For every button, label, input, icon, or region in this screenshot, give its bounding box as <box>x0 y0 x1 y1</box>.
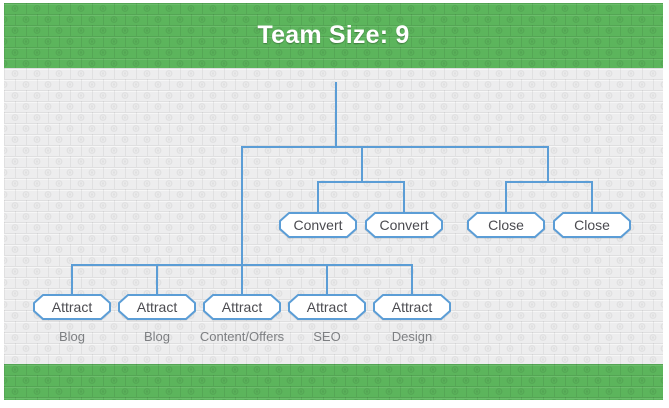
node-shape <box>288 294 366 320</box>
sublabel-design: Design <box>391 329 433 344</box>
node-attract-2[interactable]: Attract <box>118 294 196 320</box>
page-title: Team Size: 9 <box>257 21 410 49</box>
sublabel-blog-2: Blog <box>143 329 171 344</box>
node-label: Close <box>488 217 524 233</box>
node-shape <box>553 212 631 238</box>
node-shape <box>373 294 451 320</box>
node-shape <box>118 294 196 320</box>
node-attract-1[interactable]: Attract <box>33 294 111 320</box>
node-label: Convert <box>293 217 343 233</box>
node-convert-1[interactable]: Convert <box>279 212 357 238</box>
node-shape <box>203 294 281 320</box>
sublabel-seo: SEO <box>313 329 341 344</box>
node-shape <box>365 212 443 238</box>
node-attract-3[interactable]: Attract <box>203 294 281 320</box>
node-convert-2[interactable]: Convert <box>365 212 443 238</box>
node-shape <box>33 294 111 320</box>
node-shape <box>279 212 357 238</box>
node-label: Convert <box>379 217 429 233</box>
node-label: Close <box>574 217 610 233</box>
sublabel-blog-1: Blog <box>58 329 86 344</box>
node-shape <box>467 212 545 238</box>
node-close-1[interactable]: Close <box>467 212 545 238</box>
sublabel-content-offers: Content/Offers <box>199 329 285 344</box>
footer-band <box>4 364 663 400</box>
node-attract-4[interactable]: Attract <box>288 294 366 320</box>
node-label: Attract <box>51 299 93 315</box>
node-label: Attract <box>221 299 263 315</box>
node-label: Attract <box>306 299 348 315</box>
node-close-2[interactable]: Close <box>553 212 631 238</box>
node-label: Attract <box>136 299 178 315</box>
node-label: Attract <box>391 299 433 315</box>
header-band: Team Size: 9 <box>4 3 663 68</box>
node-attract-5[interactable]: Attract <box>373 294 451 320</box>
